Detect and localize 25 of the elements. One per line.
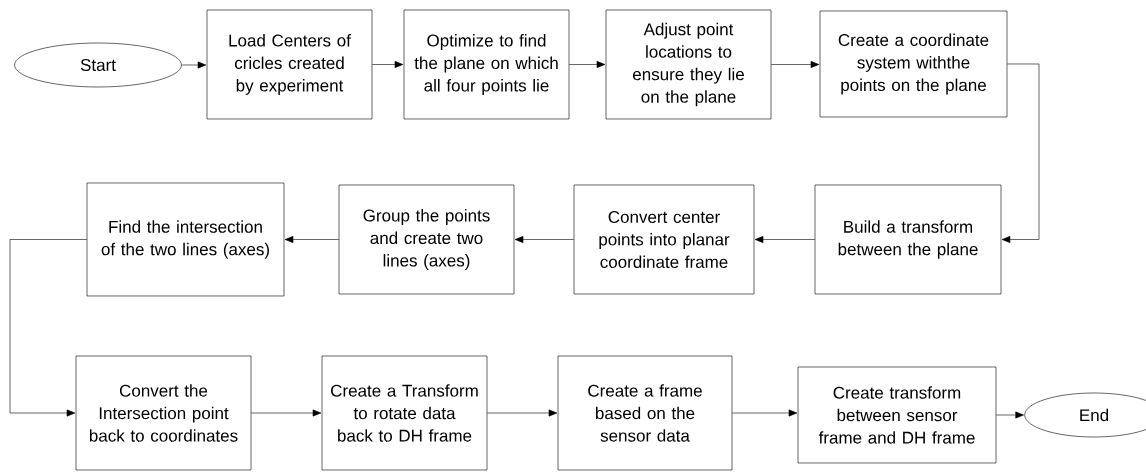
arrow	[284, 236, 339, 243]
process-box: Optimize to find the plane on which all four points lie	[403, 9, 570, 120]
process-box: Create a coordinate system withthe points on the plane	[819, 10, 1008, 118]
arrow	[372, 61, 404, 68]
arrow	[771, 61, 820, 68]
arrow	[996, 411, 1024, 419]
arrow	[754, 236, 815, 243]
process-box: Build a transform between the plane	[814, 184, 1002, 295]
process-box: Convert the Intersection point back to coordinates	[75, 355, 252, 471]
arrow	[487, 409, 558, 417]
process-box: Create transform between sensor frame and DH frame	[797, 366, 997, 464]
arrow	[9, 239, 87, 417]
arrow	[732, 409, 798, 417]
arrow	[251, 409, 322, 417]
process-box: Group the points and create two lines (axes)	[338, 184, 515, 295]
process-box: Convert center points into planar coordinate frame	[573, 184, 755, 295]
process-box: Create a frame based on the sensor data	[557, 355, 733, 471]
arrow	[181, 61, 207, 69]
arrow	[1001, 63, 1040, 243]
process-box: Create a Transform to rotate data back to DH frame	[321, 355, 488, 471]
arrow	[514, 236, 574, 243]
arrow	[569, 61, 606, 68]
process-box: Adjust point locations to ensure they lie on the plane	[605, 9, 772, 120]
process-box: Find the intersection of the two lines (axes)	[86, 182, 285, 297]
process-box: Load Centers of cricles created by experiment	[206, 9, 373, 120]
